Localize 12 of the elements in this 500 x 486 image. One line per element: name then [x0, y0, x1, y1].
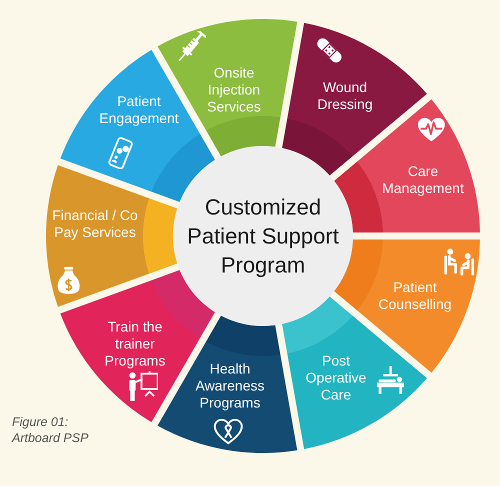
segment-label: Wound Dressing: [316, 79, 374, 113]
segment-label: Health Awareness Programs: [194, 360, 266, 412]
ring-segment: [46, 165, 178, 307]
figure-caption: Figure 01: Artboard PSP: [12, 414, 90, 446]
segment-label: Care Management: [382, 163, 464, 197]
segment-label: Financial / Co Pay Services: [52, 207, 138, 241]
segment-label: Onsite Injection Services: [206, 64, 262, 116]
segment-label: Patient Counselling: [378, 279, 452, 313]
center-title: Customized Patient Support Program: [186, 194, 340, 280]
segment-label: Train the trainer Programs: [104, 318, 166, 370]
segment-label: Post Operative Care: [305, 352, 367, 404]
segment-label: Patient Engagement: [98, 93, 180, 127]
